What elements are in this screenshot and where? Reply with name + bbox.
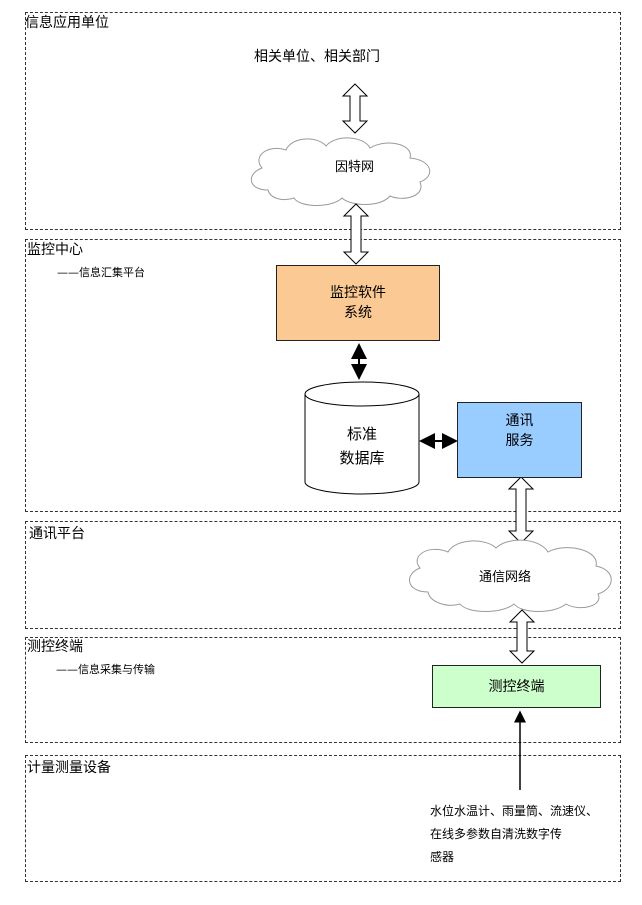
zone-monitor-center-sub: ——信息汇集平台 [57, 266, 145, 279]
sensors-label: 水位水温计、雨量筒、流速仪、 在线多参数自清洗数字传 感器 [430, 800, 598, 869]
sensors-line1: 水位水温计、雨量筒、流速仪、 [430, 804, 599, 818]
monitor-software-line1: 监控软件 [330, 285, 386, 301]
comm-service-line1: 通讯 [505, 413, 534, 429]
sensors-line3: 感器 [430, 850, 455, 864]
zone-terminal-sub: ——信息采集与传输 [56, 663, 155, 676]
standard-db-label: 标准 数据库 [305, 422, 419, 470]
zone-info-app-label: 信息应用单位 [25, 15, 109, 31]
comm-network-label: 通信网络 [479, 570, 532, 585]
comm-network-cloud [409, 539, 612, 612]
zone-metering [25, 755, 621, 882]
zone-info-app [25, 12, 621, 230]
zone-terminal [25, 637, 621, 743]
comm-service-box: 通讯 服务 [457, 402, 582, 478]
zone-comm-platform-label: 通讯平台 [29, 526, 85, 542]
double-arrow-service-network [507, 476, 535, 544]
double-arrow-internet-software [342, 203, 370, 265]
comm-service-line2: 服务 [505, 433, 534, 449]
monitor-software-line2: 系统 [344, 305, 372, 321]
terminal-box: 测控终端 [432, 665, 601, 708]
database-cylinder [304, 394, 420, 495]
related-units-label: 相关单位、相关部门 [254, 49, 380, 65]
internet-label: 因特网 [335, 160, 375, 175]
standard-db-line1: 标准 [346, 425, 377, 443]
standard-db-line2: 数据库 [339, 449, 385, 467]
database-top [304, 381, 420, 407]
zone-monitor-center [25, 239, 621, 512]
zone-comm-platform [25, 521, 621, 629]
double-arrow-units-internet [341, 83, 369, 134]
double-arrow-network-terminal [508, 609, 536, 664]
zone-terminal-label: 测控终端 [27, 639, 83, 655]
monitor-software-box: 监控软件 系统 [276, 265, 440, 341]
zone-metering-label: 计量测量设备 [27, 760, 111, 776]
internet-cloud [251, 137, 431, 206]
sensors-line2: 在线多参数自清洗数字传 [430, 827, 563, 841]
zone-monitor-center-label: 监控中心 [27, 242, 83, 258]
